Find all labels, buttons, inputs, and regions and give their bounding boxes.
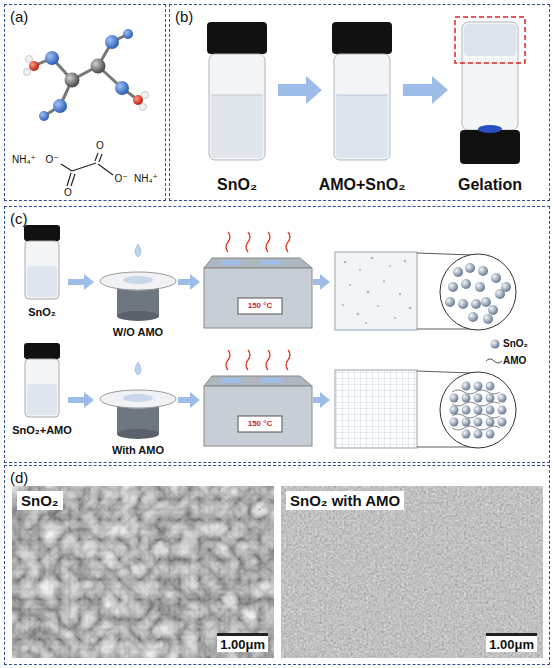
caption-label: AMO+SnO₂: [319, 176, 406, 194]
zoom-circle: [440, 372, 516, 448]
image-label: SnO₂: [17, 491, 63, 510]
panel-letter: (b): [175, 8, 193, 25]
process-arrow: [278, 76, 448, 104]
film: [335, 252, 417, 330]
molecule-model: [34, 34, 138, 116]
panel-letter: (a): [10, 8, 28, 25]
panel-letter: (d): [10, 469, 28, 486]
chemical-formula: NH₄⁺: [134, 173, 158, 185]
caption-label: 150 °C: [248, 419, 273, 428]
chemical-formula: O⁻: [45, 154, 58, 166]
zoom-circle: [440, 254, 516, 330]
sem-image-frame: SnO₂ 1.00μm: [12, 486, 274, 658]
sem-image: [281, 486, 543, 658]
image-label: SnO₂ with AMO: [286, 491, 404, 510]
panel-box: (b): [170, 5, 549, 200]
panel-box: (d) SnO₂ 1.00μm SnO₂ with AMO 1.00μm: [5, 466, 549, 664]
caption-label: SnO₂+AMO: [12, 424, 72, 437]
panel-box: (c): [5, 207, 549, 462]
chemical-formula: O: [64, 187, 72, 199]
caption-label: Gelation: [458, 176, 522, 194]
chemical-formula: O: [96, 140, 104, 152]
caption-label: SnO₂: [28, 306, 56, 319]
film: [335, 370, 417, 448]
panel-box: (a): [5, 5, 165, 200]
sem-image: [12, 486, 274, 658]
legend-text: SnO₂: [503, 338, 528, 350]
vial: [332, 22, 392, 160]
scale-bar-label: 1.00μm: [217, 633, 268, 652]
chemical-formula: O⁻: [114, 173, 127, 185]
sem-image-frame: SnO₂ with AMO 1.00μm: [281, 486, 543, 658]
bond-lines: [61, 153, 113, 186]
vial: [207, 22, 267, 160]
legend-text: AMO: [503, 355, 526, 367]
caption-label: W/O AMO: [113, 326, 163, 339]
panel-letter: (c): [10, 210, 28, 227]
caption-label: With AMO: [112, 444, 164, 457]
scale-bar-label: 1.00μm: [486, 633, 537, 652]
atoms: [24, 29, 149, 121]
caption-label: 150 °C: [248, 301, 273, 310]
caption-label: SnO₂: [217, 176, 257, 194]
chemical-formula: NH₄⁺: [12, 154, 36, 166]
legend-sample: [486, 340, 502, 364]
process-row: [24, 225, 330, 328]
inverted-vial: [455, 17, 525, 164]
